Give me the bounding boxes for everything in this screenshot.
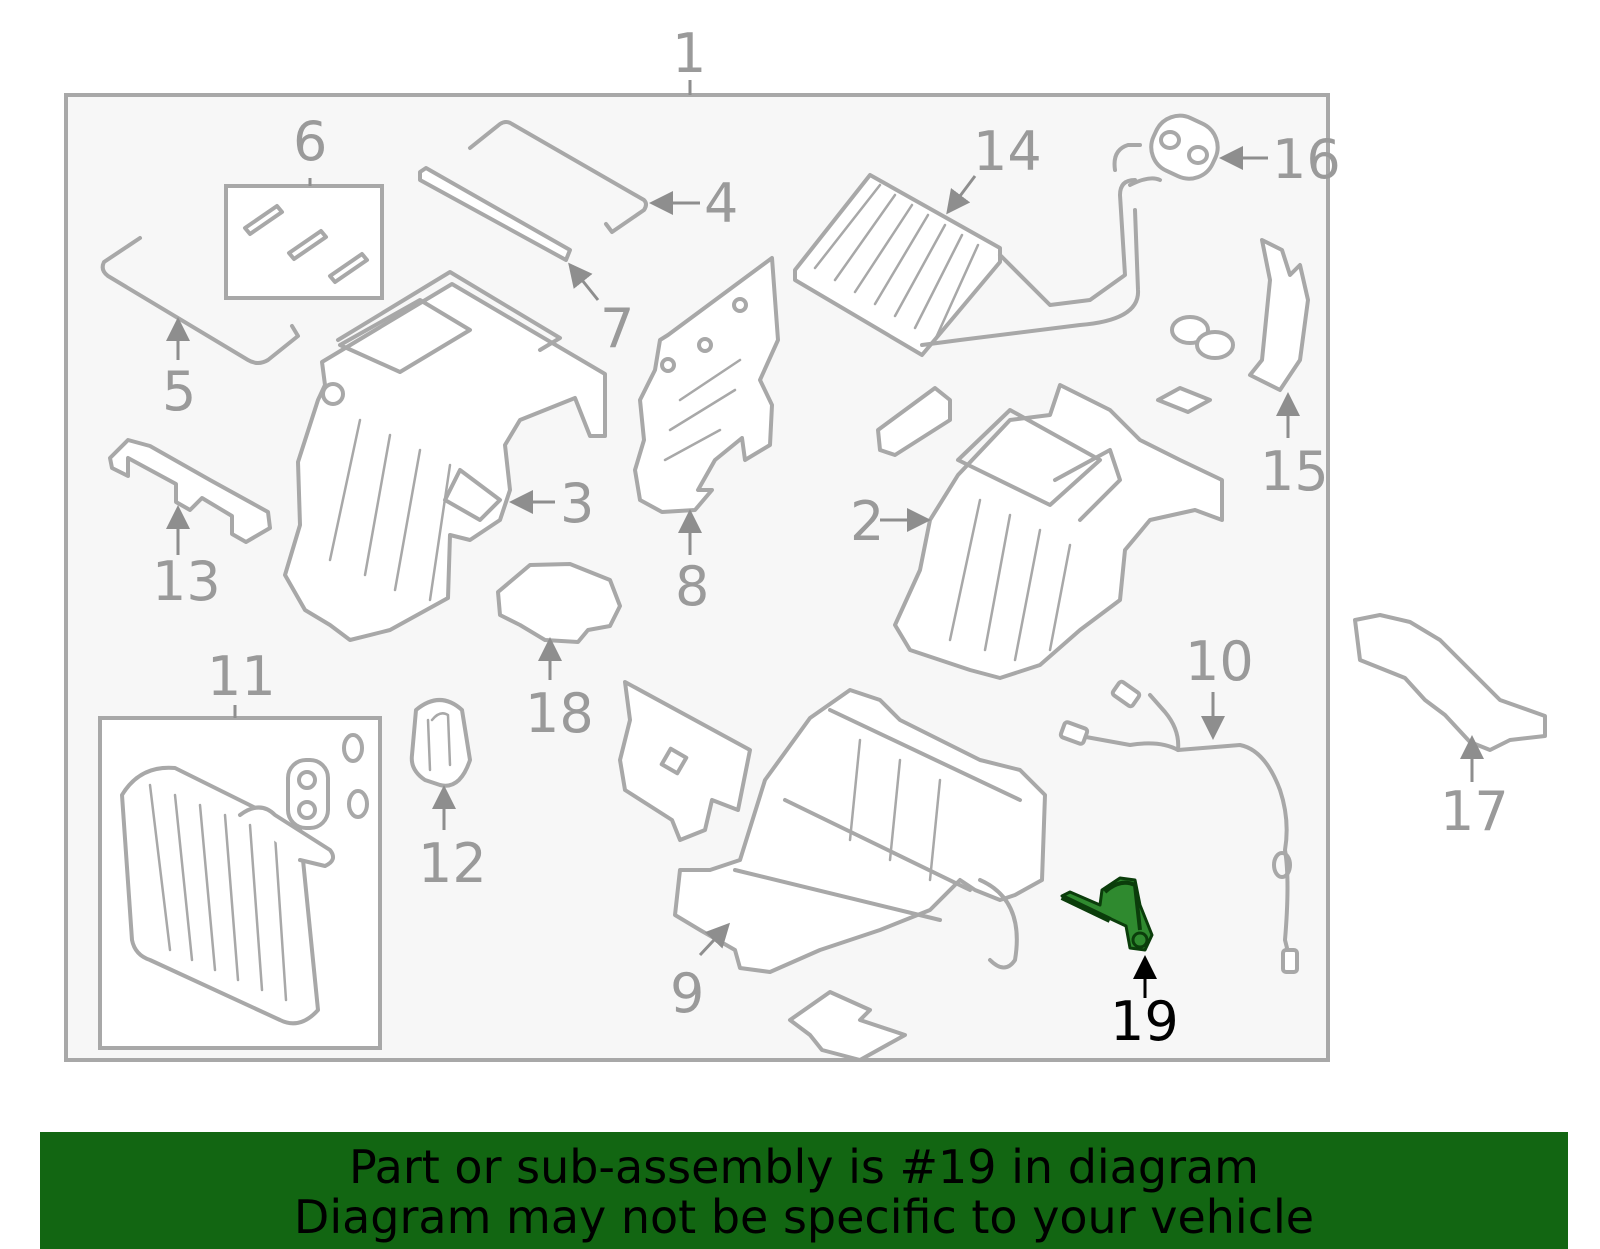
- part-11-evaporator[interactable]: [98, 716, 382, 1050]
- part-8-duct[interactable]: [633, 256, 780, 514]
- callout-11: 11: [207, 645, 276, 708]
- part-5-seal[interactable]: [100, 236, 300, 365]
- callout-15: 15: [1260, 440, 1329, 503]
- callout-5: 5: [162, 360, 196, 423]
- callout-10: 10: [1185, 630, 1254, 693]
- part-2-heater-case[interactable]: [893, 383, 1224, 680]
- callout-7: 7: [600, 297, 634, 360]
- part-17-duct[interactable]: [1353, 613, 1547, 752]
- callout-6: 6: [293, 110, 327, 173]
- part-3-blower-case[interactable]: [283, 270, 607, 642]
- callout-13: 13: [152, 550, 221, 613]
- callout-16: 16: [1272, 128, 1341, 191]
- part-9-lower-case[interactable]: [673, 688, 1047, 974]
- part-4-seal[interactable]: [468, 120, 648, 234]
- part-6-clips[interactable]: [224, 184, 384, 300]
- part-7-seal[interactable]: [418, 166, 572, 262]
- banner-line-1: Part or sub-assembly is #19 in diagram: [349, 1140, 1259, 1194]
- part-16-grommet[interactable]: [1143, 107, 1226, 187]
- part-14-heater-core[interactable]: [793, 143, 1162, 357]
- callout-9: 9: [670, 962, 704, 1025]
- part-19-sensor[interactable]: [1060, 876, 1154, 952]
- gasket-lower: [788, 990, 907, 1062]
- part-12-filter[interactable]: [409, 698, 472, 788]
- part-fittings: [876, 315, 1235, 457]
- callout-14: 14: [973, 120, 1042, 183]
- part-13-bracket[interactable]: [108, 438, 272, 544]
- part-18-actuator[interactable]: [496, 562, 622, 644]
- part-15-bracket[interactable]: [1248, 238, 1310, 392]
- part-10-wiring-harness[interactable]: [1058, 679, 1299, 974]
- info-banner: Part or sub-assembly is #19 in diagram D…: [40, 1132, 1568, 1249]
- callout-18: 18: [525, 682, 594, 745]
- callout-19: 19: [1110, 990, 1179, 1053]
- callout-3: 3: [560, 472, 594, 535]
- callout-8: 8: [675, 555, 709, 618]
- callout-17: 17: [1440, 780, 1509, 843]
- callout-4: 4: [704, 172, 738, 235]
- callout-12: 12: [418, 832, 487, 895]
- banner-line-2: Diagram may not be specific to your vehi…: [293, 1190, 1315, 1244]
- callout-2: 2: [850, 490, 884, 553]
- callout-1: 1: [672, 22, 706, 85]
